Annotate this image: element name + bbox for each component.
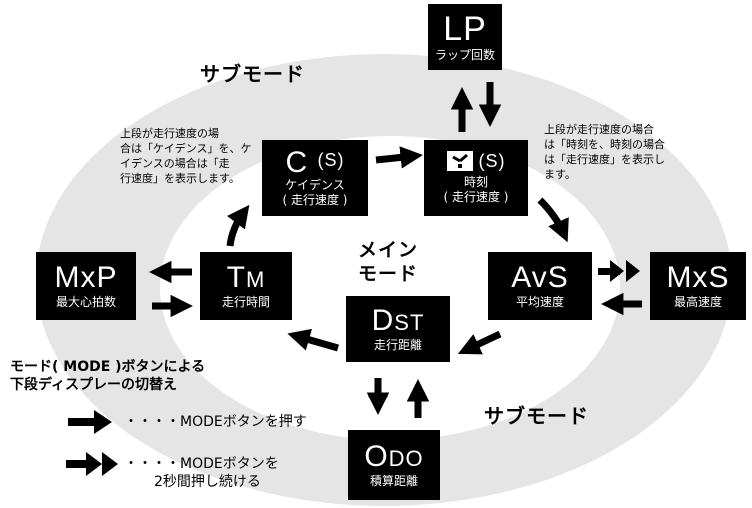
cadence-note-line: 上段が走行速度の場 xyxy=(120,127,219,140)
mode-code-small: DO xyxy=(388,445,424,471)
sub-mode-heading-bottom: サブモード xyxy=(484,404,589,428)
mode-label: 積算距離 xyxy=(369,473,418,488)
cadence-note-line: イデンスの場合は「走 xyxy=(120,157,230,170)
clock-note-line: ます。 xyxy=(544,168,576,181)
mode-box-distance: DST 走行距離 xyxy=(346,296,450,362)
sub-mode-heading-top: サブモード xyxy=(200,62,305,86)
mode-label: 最高速度 xyxy=(673,294,722,309)
mode-code: TM xyxy=(226,260,266,294)
mode-label: 走行時間 xyxy=(221,294,270,309)
main-mode-heading-line1: メイン xyxy=(358,239,419,261)
legend-title: モード( MODE )ボタンによる 下段ディスプレーの切替え xyxy=(10,358,205,394)
mode-box-average-speed: AvS 平均速度 xyxy=(488,252,592,320)
mode-code: MxS xyxy=(666,260,730,294)
mode-box-clock: (S) 時刻 ( 走行速度 ) xyxy=(424,140,528,216)
mode-code: (S) xyxy=(446,151,506,171)
legend-press-arrow-icon xyxy=(68,410,112,434)
mode-code: LP xyxy=(443,9,487,48)
mode-label: 最大心拍数 xyxy=(55,294,116,309)
mode-code-suffix: (S) xyxy=(478,151,506,171)
mode-label: ラップ回数 xyxy=(434,47,495,62)
mode-box-max-speed: MxS 最高速度 xyxy=(650,252,746,320)
cadence-note-line: 行速度」を表示します。 xyxy=(120,172,240,185)
mode-code-main: D xyxy=(371,303,395,337)
mode-label: ケイデンス xyxy=(285,178,345,192)
arrow-distance-to-ridetime xyxy=(287,328,339,352)
mode-code: C (S) xyxy=(285,148,344,178)
clock-note: 上段が走行速度の場合 は「時刻を、時刻の場合 は「走行速度」を表示し ます。 xyxy=(544,122,694,182)
cadence-note-line: 合は「ケイデンス」を、ケ xyxy=(120,142,252,155)
main-mode-heading: メイン モード xyxy=(358,238,418,286)
mode-code-main: T xyxy=(226,260,246,294)
mode-code-small: ST xyxy=(394,309,425,335)
mode-box-odometer: ODO 積算距離 xyxy=(348,430,440,500)
cadence-note: 上段が走行速度の場 合は「ケイデンス」を、ケ イデンスの場合は「走 行速度」を表… xyxy=(120,126,254,186)
clock-icon xyxy=(446,151,473,171)
mode-box-max-heart-rate: MxP 最大心拍数 xyxy=(36,252,136,320)
main-mode-heading-line2: モード xyxy=(358,263,419,285)
legend-title-line2: 下段ディスプレーの切替え xyxy=(10,377,178,393)
legend-press-text: ・・・・MODEボタンを押す xyxy=(124,414,307,430)
arrow-cadence-to-clock xyxy=(375,146,423,169)
arrow-clock-to-avs xyxy=(537,197,569,243)
mode-code-main: C xyxy=(285,146,309,179)
clock-note-line: は「走行速度」を表示し xyxy=(544,153,665,166)
mode-code: ODO xyxy=(364,439,424,473)
mode-code: AvS xyxy=(511,260,569,294)
mode-code-suffix: (S) xyxy=(317,150,345,170)
mode-label-secondary: ( 走行速度 ) xyxy=(443,190,509,204)
mode-label: 平均速度 xyxy=(515,294,564,309)
legend-hold-text: ・・・・MODEボタンを 2秒間押し続ける xyxy=(124,455,279,491)
arrow-ridetime-to-cadence xyxy=(226,204,250,247)
arrow-distance-to-odometer-hold xyxy=(368,396,388,410)
mode-code: MxP xyxy=(54,260,118,294)
mode-box-ride-time: TM 走行時間 xyxy=(200,252,292,320)
mode-code-main: O xyxy=(364,439,389,473)
mode-box-lap: LP ラップ回数 xyxy=(428,4,502,70)
mode-label-secondary: ( 走行速度 ) xyxy=(282,193,348,207)
legend-hold-line1: ・・・・MODEボタンを xyxy=(124,456,279,472)
mode-box-cadence: C (S) ケイデンス ( 走行速度 ) xyxy=(262,140,368,216)
arrow-avs-to-distance xyxy=(457,330,502,355)
legend-hold-line2: 2秒間押し続ける xyxy=(154,474,261,490)
legend-title-line1: モード( MODE )ボタンによる xyxy=(10,359,206,375)
mode-code-small: M xyxy=(246,266,266,292)
arrow-avs-to-maxspeed-hold xyxy=(598,260,640,282)
clock-note-line: は「時刻を、時刻の場合 xyxy=(544,138,665,151)
mode-label: 走行距離 xyxy=(373,337,422,352)
mode-code: DST xyxy=(371,303,425,337)
clock-note-line: 上段が走行速度の場合 xyxy=(544,123,654,136)
legend-hold-arrow-icon xyxy=(66,452,118,476)
mode-label: 時刻 xyxy=(463,175,488,189)
